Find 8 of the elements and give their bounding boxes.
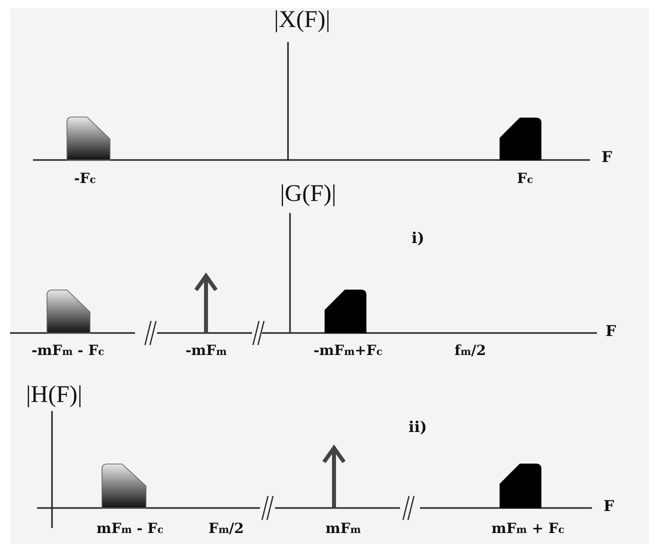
- panel-label: i): [412, 231, 424, 246]
- axis-title: |G(F)|: [280, 182, 336, 206]
- axis-title: |H(F)|: [26, 383, 82, 407]
- axis-label: F: [606, 324, 616, 339]
- axis-label: F: [604, 499, 614, 514]
- axis-label: F: [602, 150, 612, 165]
- panel-label: ii): [408, 420, 427, 435]
- axis-title: |X(F)|: [274, 8, 330, 32]
